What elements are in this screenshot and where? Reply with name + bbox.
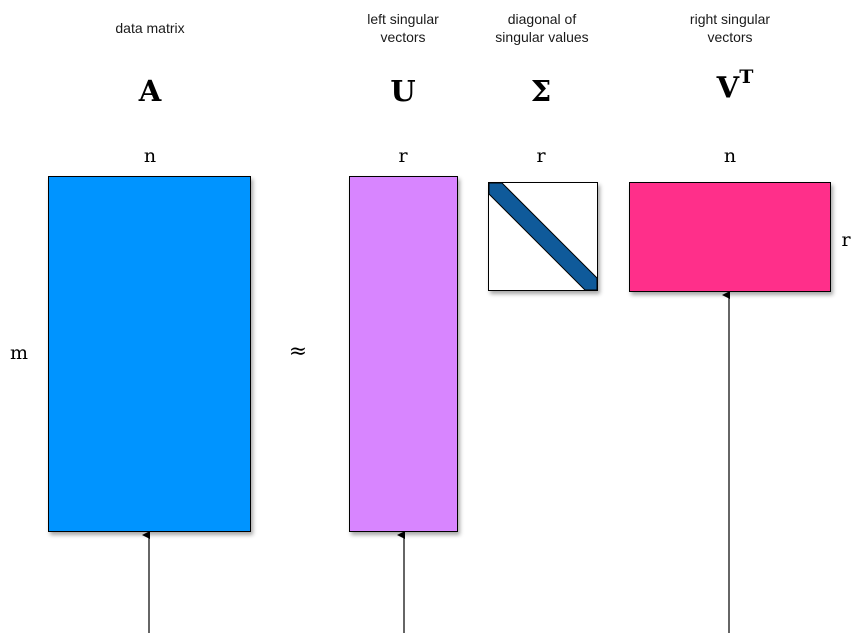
caption-diagonal-singular-values: diagonal of singular values [495,11,589,45]
approx-symbol: ≈ [288,339,308,364]
matrix-A [48,176,251,532]
matrix-Sigma [488,182,598,291]
matrix-U [349,176,458,532]
sigma-diagonal-band [489,183,597,290]
symbol-VT: VT [695,66,775,105]
caption-right-singular-vectors: right singular vectors [689,11,771,45]
matrix-VT [629,182,831,292]
symbol-A: A [138,74,162,108]
caption-left-singular-vectors: left singular vectors [367,11,439,45]
dim-Sigma-cols: r [536,145,546,167]
dim-U-cols: r [398,145,408,167]
symbol-U: U [390,74,416,108]
dim-VT-rows: r [841,229,851,251]
symbol-Sigma: Σ [530,74,552,108]
symbol-V-superscript: T [739,66,754,88]
caption-data-matrix: data matrix [115,20,185,36]
dim-A-rows: m [9,342,29,364]
dim-A-cols: n [143,145,157,167]
dim-VT-cols: n [723,145,737,167]
symbol-V: V [716,70,740,105]
